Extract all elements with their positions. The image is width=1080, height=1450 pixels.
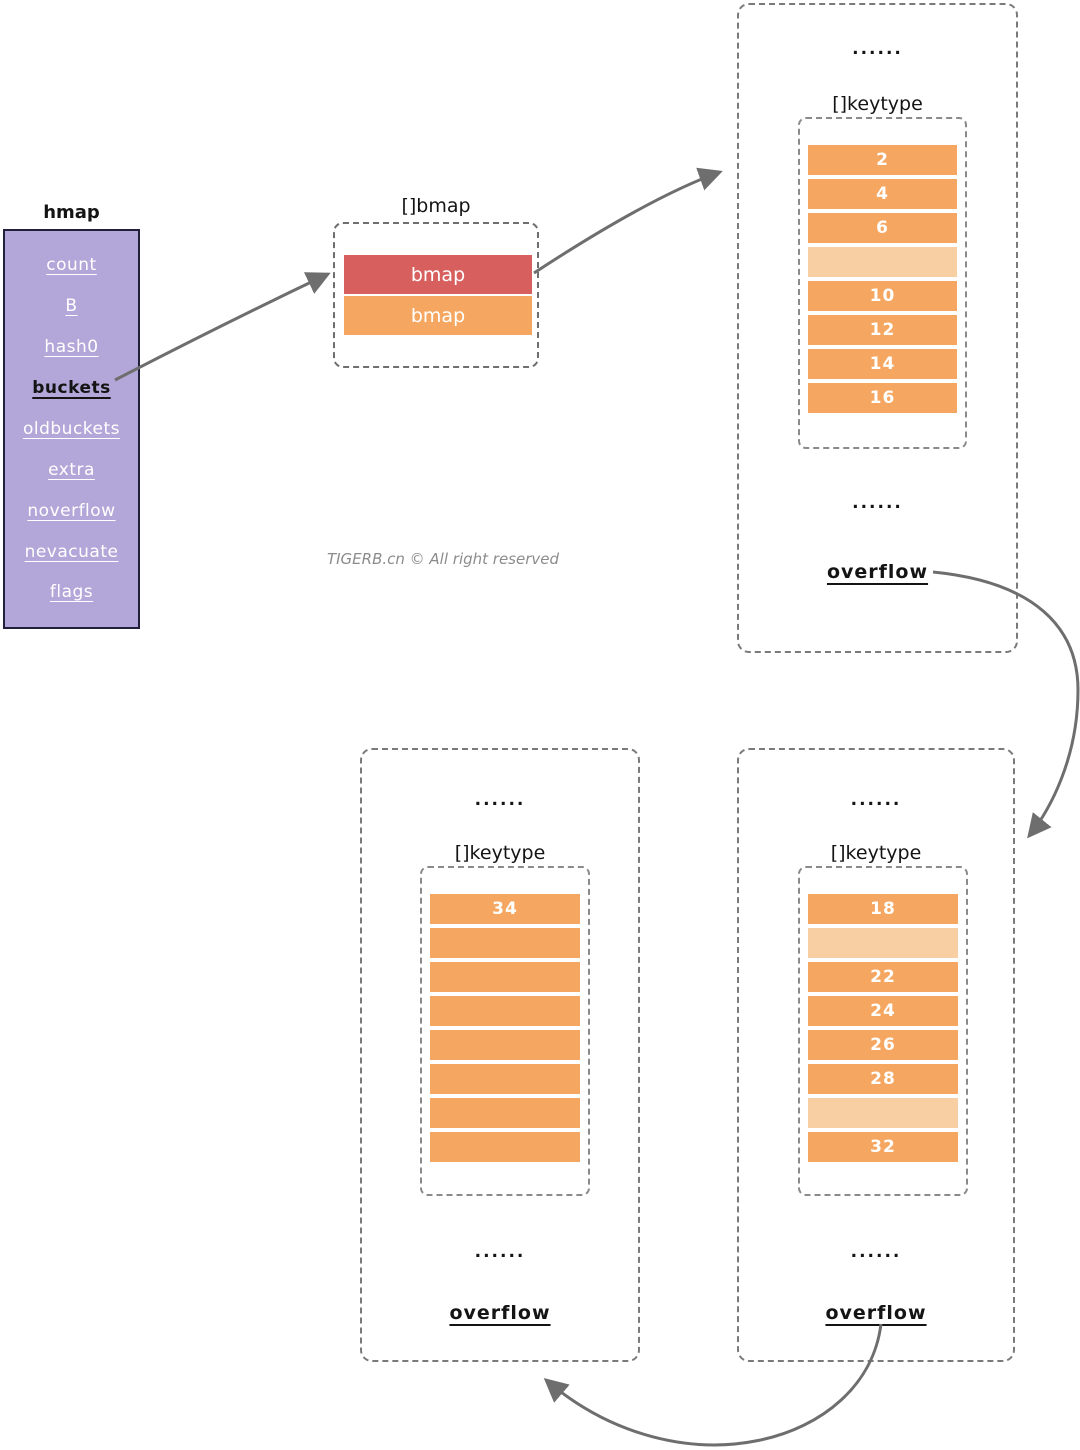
key-cell: 22 [808, 962, 958, 992]
key-cell: 24 [808, 996, 958, 1026]
bmap-array-box: bmap bmap [333, 222, 539, 368]
arrow-bmap-to-bucket [533, 167, 723, 275]
keytype-title: []keytype [830, 842, 922, 864]
key-cell: 12 [808, 315, 957, 345]
key-cell-empty [808, 247, 957, 277]
overflow-pointer: overflow [449, 1302, 551, 1324]
key-cell: 2 [808, 145, 957, 175]
arrow-buckets-to-bmap [114, 272, 331, 382]
keytype-array-box: 2 4 6 10 12 14 16 [798, 117, 967, 449]
hmap-field-extra: extra [48, 459, 95, 480]
hmap-field-nevacuate: nevacuate [24, 541, 119, 562]
key-cell: 26 [808, 1030, 958, 1060]
key-cell: 16 [808, 383, 957, 413]
key-cell: 14 [808, 349, 957, 379]
key-cell [430, 996, 580, 1026]
bmap-row: bmap [344, 296, 532, 335]
keytype-array-box: 18 22 24 26 28 32 [798, 866, 968, 1196]
hmap-field-flags: flags [49, 582, 94, 603]
hmap-field-oldbuckets: oldbuckets [22, 418, 121, 439]
ellipsis-top: ...... [850, 790, 902, 810]
bmap-array-title: []bmap [401, 195, 471, 217]
ellipsis-top: ...... [474, 790, 526, 810]
key-cell [430, 962, 580, 992]
hmap-field-count: count [46, 255, 97, 276]
hmap-field-buckets: buckets [32, 378, 111, 399]
key-cell: 4 [808, 179, 957, 209]
key-cell [430, 1064, 580, 1094]
ellipsis-bottom: ...... [474, 1242, 526, 1262]
key-cell: 34 [430, 894, 580, 924]
ellipsis-bottom: ...... [852, 493, 903, 513]
bucket-box-bottom-right: ...... []keytype 18 22 24 26 28 32 .....… [737, 748, 1015, 1362]
key-cell: 18 [808, 894, 958, 924]
key-cell [430, 1098, 580, 1128]
watermark: TIGERB.cn © All right reserved [326, 550, 560, 568]
keytype-title: []keytype [454, 842, 546, 864]
hmap-field-hash0: hash0 [44, 337, 99, 358]
bucket-box-bottom-left: ...... []keytype 34 ...... overflow [360, 748, 640, 1362]
key-cell: 10 [808, 281, 957, 311]
bucket-box-top-right: ...... []keytype 2 4 6 10 12 14 16 .....… [737, 3, 1018, 653]
key-cell: 6 [808, 213, 957, 243]
key-cell [430, 1132, 580, 1162]
keytype-title: []keytype [832, 93, 923, 115]
hmap-struct-box: count B hash0 buckets oldbuckets extra n… [3, 229, 140, 629]
key-cell-empty [808, 1098, 958, 1128]
hmap-field-noverflow: noverflow [27, 500, 116, 521]
hmap-title: hmap [43, 202, 100, 223]
keytype-array-box: 34 [420, 866, 590, 1196]
key-cell [430, 1030, 580, 1060]
overflow-pointer: overflow [826, 561, 929, 583]
hmap-field-b: B [65, 296, 78, 317]
key-cell [430, 928, 580, 958]
ellipsis-top: ...... [852, 39, 903, 59]
overflow-pointer: overflow [825, 1302, 927, 1324]
bmap-row-active: bmap [344, 255, 532, 294]
ellipsis-bottom: ...... [850, 1242, 902, 1262]
key-cell: 28 [808, 1064, 958, 1094]
key-cell-empty [808, 928, 958, 958]
key-cell: 32 [808, 1132, 958, 1162]
